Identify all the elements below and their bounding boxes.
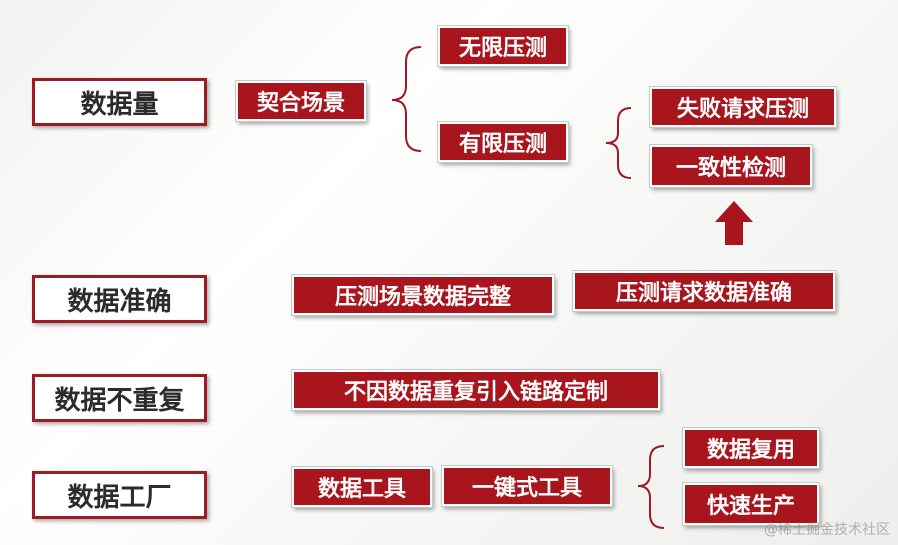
node-unlimited-stress: 无限压测 <box>437 25 569 67</box>
category-data-factory: 数据工厂 <box>32 471 207 519</box>
brace-one-key-tool <box>637 445 665 529</box>
brace-fit-scenario <box>391 46 422 152</box>
category-data-no-duplicate: 数据不重复 <box>32 374 207 422</box>
category-data-accuracy: 数据准确 <box>32 275 207 323</box>
node-fit-scenario: 契合场景 <box>235 80 367 122</box>
arrow-up-icon <box>715 201 753 245</box>
node-fast-produce: 快速生产 <box>682 482 820 526</box>
node-consistency-check: 一致性检测 <box>649 144 813 188</box>
node-no-duplicate-custom: 不因数据重复引入链路定制 <box>291 369 661 411</box>
node-request-data-accurate: 压测请求数据准确 <box>572 270 836 312</box>
brace-limited-stress <box>605 107 632 179</box>
category-data-volume: 数据量 <box>32 78 207 126</box>
watermark-text: @稀土掘金技术社区 <box>764 522 890 538</box>
node-data-tool: 数据工具 <box>291 466 433 508</box>
node-limited-stress: 有限压测 <box>437 121 569 163</box>
node-data-reuse: 数据复用 <box>682 427 820 469</box>
node-failed-request-stress: 失败请求压测 <box>649 86 837 128</box>
node-scenario-data-complete: 压测场景数据完整 <box>291 274 555 316</box>
node-one-key-tool: 一键式工具 <box>441 465 613 507</box>
